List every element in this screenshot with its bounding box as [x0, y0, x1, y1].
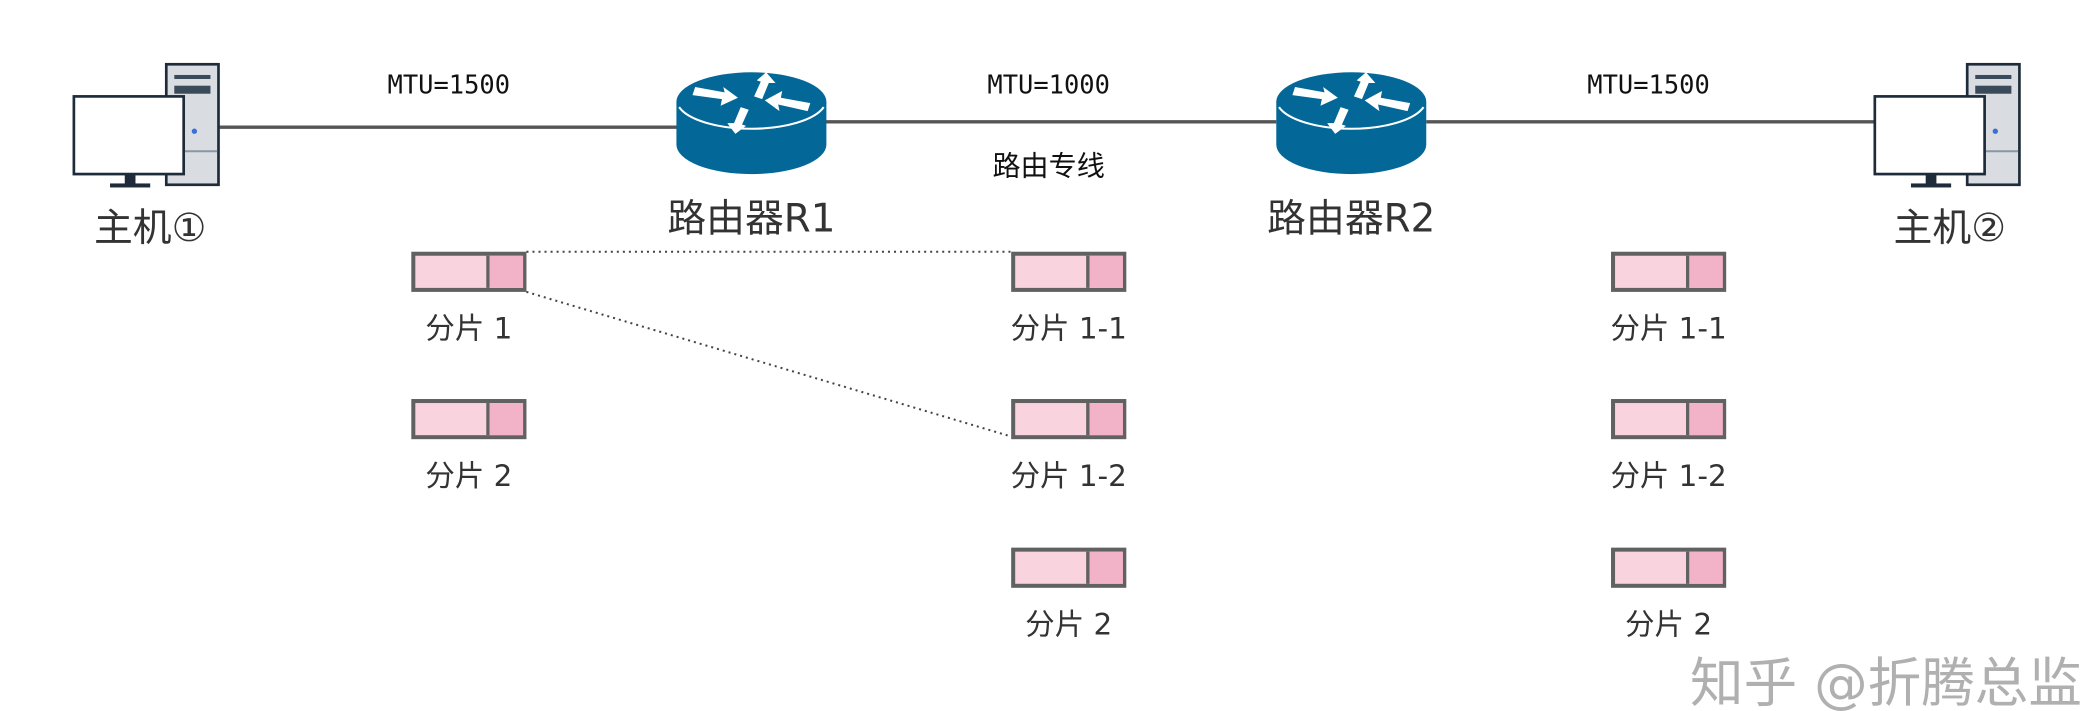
mtu-label-link1: MTU=1500 — [388, 70, 511, 100]
mtu-label-link3: MTU=1500 — [1587, 70, 1710, 100]
fragment-label: 分片 1 — [425, 312, 512, 346]
computer-icon-host1 — [72, 62, 220, 189]
host2-label: 主机② — [1894, 206, 2006, 251]
fragment-label: 分片 1-1 — [1610, 312, 1726, 346]
fragment-label: 分片 1-2 — [1610, 459, 1726, 493]
fragment-box — [1013, 550, 1124, 586]
fragment-label: 分片 2 — [1025, 608, 1112, 642]
host1-label: 主机① — [94, 206, 206, 251]
fragment-box — [1613, 401, 1724, 437]
fragment-label: 分片 2 — [1625, 608, 1712, 642]
fragment-box — [1613, 550, 1724, 586]
fragment-label: 分片 1-1 — [1011, 312, 1127, 346]
router-r1-label: 路由器R1 — [667, 197, 835, 242]
router-icon-r1 — [675, 71, 828, 176]
dotted-guide-diagonal — [526, 290, 1012, 438]
watermark: 知乎 @折腾总监 — [1690, 652, 2082, 711]
fragment-box — [1013, 254, 1124, 290]
fragment-box — [1613, 254, 1724, 290]
fragment-label: 分片 1-2 — [1011, 459, 1127, 493]
fragment-box — [1013, 401, 1124, 437]
computer-icon-host2 — [1873, 62, 2021, 189]
router-r2-label: 路由器R2 — [1267, 197, 1435, 242]
router-icon-r2 — [1275, 71, 1428, 176]
dedicated-line-label: 路由专线 — [992, 149, 1104, 182]
fragment-box — [413, 401, 524, 437]
fragment-label: 分片 2 — [425, 459, 512, 493]
fragment-box — [413, 254, 524, 290]
mtu-label-link2: MTU=1000 — [987, 70, 1110, 100]
